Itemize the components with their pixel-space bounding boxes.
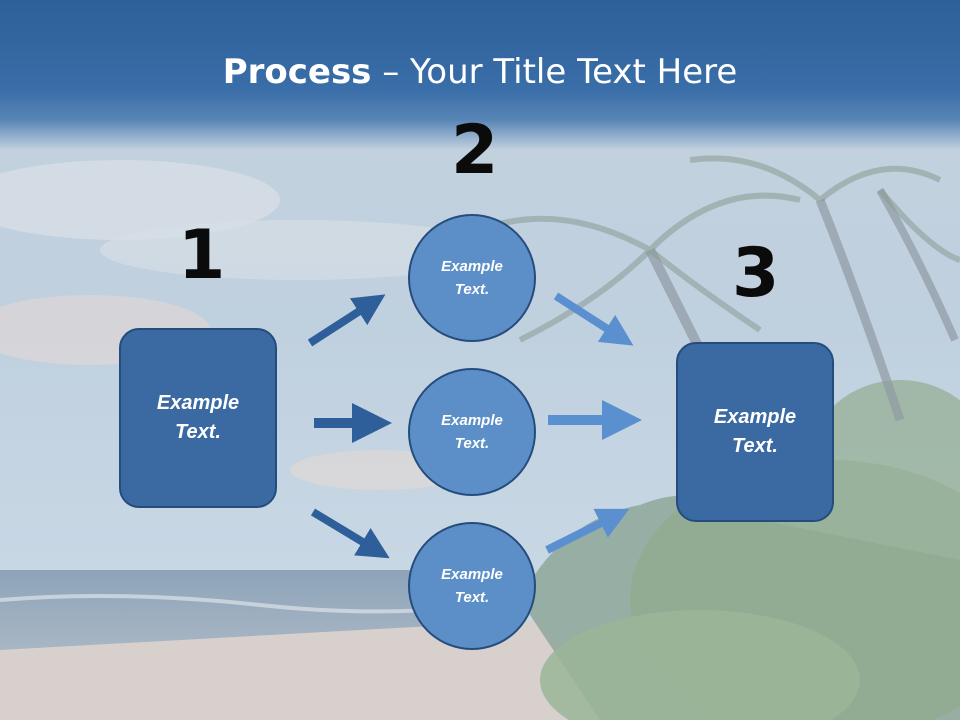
title-rest: – Your Title Text Here: [371, 52, 738, 92]
circle-top-text: Example Text.: [441, 258, 503, 298]
title-bold: Process: [222, 52, 372, 92]
right-box-text: Example Text.: [713, 406, 797, 457]
left-process-box[interactable]: Example Text.: [119, 328, 277, 508]
step-number-2: 2: [451, 111, 499, 190]
arrow-from-circle-bot: [545, 508, 630, 554]
slide-title: Process – Your Title Text Here: [0, 52, 960, 92]
arrow-from-circle-top: [553, 292, 634, 346]
left-box-text: Example Text.: [156, 392, 240, 443]
circle-mid-text: Example Text.: [441, 412, 503, 452]
circle-top[interactable]: Example Text.: [408, 214, 536, 342]
arrow-to-circle-top: [307, 294, 386, 347]
title-band: [0, 0, 960, 150]
arrow-to-circle-bot: [310, 508, 390, 559]
circle-bot[interactable]: Example Text.: [408, 522, 536, 650]
right-process-box[interactable]: Example Text.: [676, 342, 834, 522]
step-number-3: 3: [732, 234, 780, 313]
circle-mid[interactable]: Example Text.: [408, 368, 536, 496]
circle-bot-text: Example Text.: [441, 566, 503, 606]
step-number-1: 1: [178, 216, 226, 295]
